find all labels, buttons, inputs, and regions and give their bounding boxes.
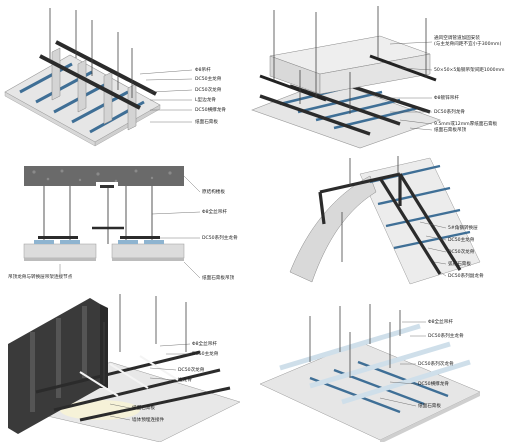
diagram-3-label-5: 纸面石膏板吊顶 xyxy=(202,276,235,281)
diagram-4-label-2: DC50主龙骨 xyxy=(448,238,475,243)
diagram-4-label-1: 5#角钢转换层 xyxy=(448,226,478,231)
diagram-3-transfer-layer-section: 原结构楼板 Φ8全丝吊杆 DC50系列主龙骨 吊顶龙骨与转换层吊架连接节点 纸面… xyxy=(0,152,250,292)
diagram-4-label-3: DC50次龙骨 xyxy=(448,250,475,255)
diagram-5-label-6: 墙体预埋连接件 xyxy=(132,418,165,423)
diagram-5-label-3: DC50次龙骨 xyxy=(178,368,205,373)
diagram-3-label-3: DC50系列主龙骨 xyxy=(202,236,238,241)
diagram-3-label-2: Φ8全丝吊杆 xyxy=(202,210,227,215)
diagram-1-label-3: DC50次龙骨 xyxy=(195,88,222,93)
diagram-6-label-5: 纸面石膏板 xyxy=(418,404,441,409)
diagram-6-label-4: DC50横撑龙骨 xyxy=(418,382,449,387)
diagram-3-label-1: 原结构楼板 xyxy=(202,190,225,195)
diagram-4-label-5: DC50系列副龙骨 xyxy=(448,274,484,279)
diagram-1-drawing xyxy=(4,8,193,147)
diagram-2-duct-ceiling: 通风空调管道加固安装 (与主龙骨间距不宜小于300mm) 50×50×5角钢吊架… xyxy=(250,0,505,150)
diagram-1-label-1: Φ8吊杆 xyxy=(195,68,211,73)
diagram-6-ceiling-grid-iso: Φ8全丝吊杆 DC50系列主龙骨 DC50系列次龙骨 DC50横撑龙骨 纸面石膏… xyxy=(250,292,505,442)
diagram-2-drawing xyxy=(251,6,441,149)
diagram-2-label-6: 9.5mm或12mm厚纸面石膏板 xyxy=(434,122,498,127)
diagram-1-label-4: L型边龙骨 xyxy=(195,98,216,103)
diagram-2-label-5: DC50系列龙骨 xyxy=(434,110,465,115)
diagram-5-label-2: DC50主龙骨 xyxy=(192,352,219,357)
diagram-5-wall-connection: Φ8全丝吊杆 DC50主龙骨 DC50次龙骨 边龙骨 纸面石膏板 墙体预埋连接件 xyxy=(0,292,250,442)
diagram-6-label-2: DC50系列主龙骨 xyxy=(428,334,464,339)
diagram-2-label-2: (与主龙骨间距不宜小于300mm) xyxy=(434,42,502,47)
diagram-3-label-4: 吊顶龙骨与转换层吊架连接节点 xyxy=(8,275,73,280)
diagram-2-label-3: 50×50×5角钢吊架间距1000mm xyxy=(434,68,505,73)
diagram-1-ceiling-grid: Φ8吊杆 DC50主龙骨 DC50次龙骨 L型边龙骨 DC50横撑龙骨 纸面石膏… xyxy=(0,0,250,150)
diagram-6-label-1: Φ8全丝吊杆 xyxy=(428,320,453,325)
diagram-4-curved-ceiling: 5#角钢转换层 DC50主龙骨 DC50次龙骨 弧形石膏板 DC50系列副龙骨 xyxy=(250,152,505,292)
diagram-1-label-5: DC50横撑龙骨 xyxy=(195,108,226,113)
diagram-5-label-4: 边龙骨 xyxy=(178,378,192,383)
diagram-2-label-7: 纸面石膏板吊顶 xyxy=(434,128,467,133)
diagram-2-label-1: 通风空调管道加固安装 xyxy=(434,36,480,41)
diagram-5-drawing xyxy=(8,294,241,442)
diagram-1-label-2: DC50主龙骨 xyxy=(195,77,222,82)
diagram-5-label-5: 纸面石膏板 xyxy=(132,406,155,411)
diagram-4-label-4: 弧形石膏板 xyxy=(448,262,471,267)
diagram-2-label-4: Φ8镀锌吊杆 xyxy=(434,96,459,101)
diagram-3-drawing xyxy=(23,166,201,279)
diagram-1-label-6: 纸面石膏板 xyxy=(195,120,218,125)
diagram-4-drawing xyxy=(289,156,481,285)
diagram-6-drawing xyxy=(259,304,481,442)
diagram-5-label-1: Φ8全丝吊杆 xyxy=(192,342,217,347)
diagram-6-label-3: DC50系列次龙骨 xyxy=(418,362,454,367)
